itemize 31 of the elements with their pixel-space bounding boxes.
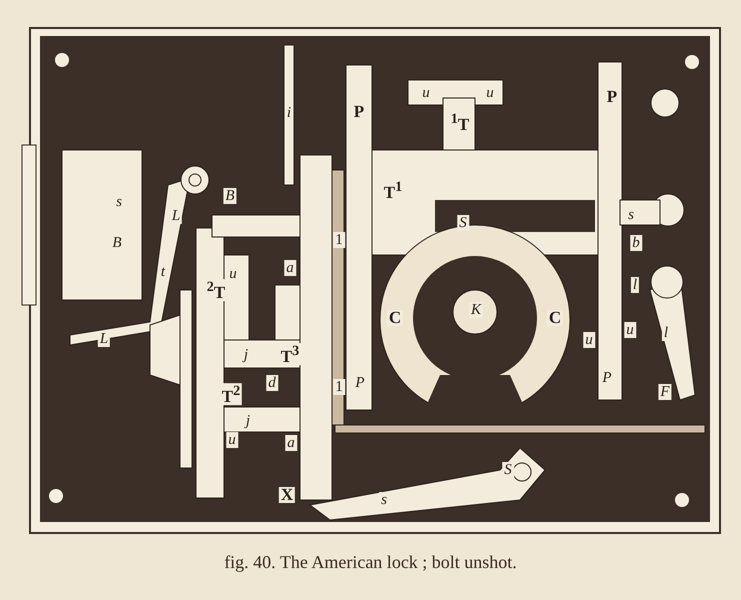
- part-letter: a: [285, 435, 297, 451]
- part-letter: u: [624, 322, 636, 338]
- part-letter: u: [583, 332, 595, 348]
- part-letter: d: [266, 375, 278, 391]
- part-letter: L: [98, 331, 110, 347]
- part-letter: j: [242, 347, 250, 363]
- part-letter: 1: [333, 232, 345, 248]
- part-letter: T$^{1}$: [382, 179, 404, 201]
- part-letter: B: [223, 188, 237, 204]
- part-letter: S: [502, 462, 514, 478]
- figure-caption: fig. 40. The American lock ; bolt unshot.: [223, 552, 518, 573]
- part-letter: P: [352, 104, 366, 120]
- part-letter: L: [170, 208, 182, 224]
- part-letter: j: [244, 413, 252, 429]
- part-letter: T$^{3}$: [278, 343, 302, 365]
- part-letter: X: [278, 487, 296, 503]
- part-letter: C: [386, 310, 404, 326]
- part-letter: $^{1}$T: [448, 111, 472, 133]
- part-letter: $^{2}$T: [204, 279, 228, 301]
- part-letter: 1: [333, 379, 345, 395]
- part-letter: K: [469, 302, 483, 318]
- part-letter: T$^{2}$: [220, 383, 242, 405]
- part-letter: a: [284, 260, 296, 276]
- part-letter: l: [662, 325, 670, 341]
- part-letter: l: [630, 277, 640, 293]
- part-letter: F: [658, 384, 672, 400]
- part-letter: b: [630, 235, 642, 251]
- part-letter: P: [604, 89, 620, 105]
- part-letter: S: [457, 215, 469, 231]
- part-letter: u: [226, 432, 238, 448]
- part-letter: C: [546, 310, 564, 326]
